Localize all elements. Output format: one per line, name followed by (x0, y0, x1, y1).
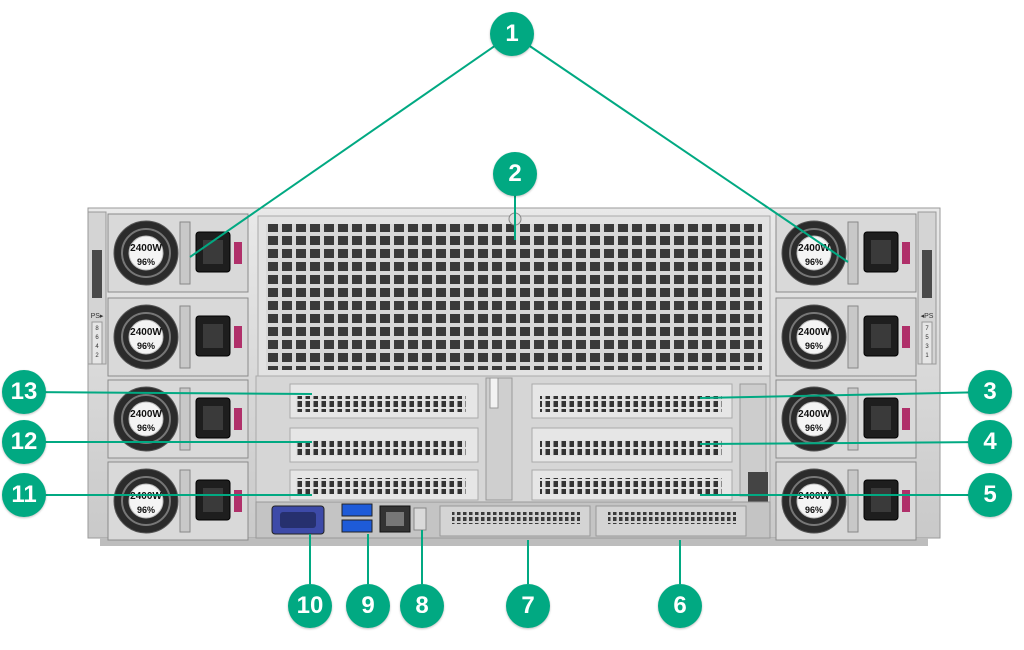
callout-4: 4 (968, 420, 1012, 464)
power-supply: 2400W 96% (107, 379, 249, 459)
psu-wattage-label: 2400W (130, 491, 162, 502)
ps-bay-label-right: ◂PS (921, 313, 934, 320)
ps-bay-number: 2 (95, 353, 99, 359)
callout-6: 6 (658, 584, 702, 628)
pcie-riser-area (255, 375, 771, 508)
ps-bay-number: 7 (925, 326, 929, 332)
fan-grille (257, 212, 771, 377)
callout-12: 12 (2, 420, 46, 464)
io-panel (255, 501, 771, 539)
psu-wattage-label: 2400W (798, 409, 830, 420)
callout-2: 2 (493, 152, 537, 196)
leader-line-1a (189, 33, 513, 258)
ps-bay-number: 3 (925, 344, 929, 350)
callout-1: 1 (490, 12, 534, 56)
psu-wattage-label: 2400W (130, 243, 162, 254)
psu-wattage-label: 2400W (130, 327, 162, 338)
psu-efficiency-label: 96% (805, 505, 823, 515)
leader-line-13 (23, 391, 313, 395)
power-supply: 2400W 96% (107, 297, 249, 377)
psu-efficiency-label: 96% (805, 423, 823, 433)
psu-wattage-label: 2400W (798, 243, 830, 254)
ps-bay-number: 6 (95, 335, 99, 341)
leader-line-3 (699, 391, 991, 399)
psu-efficiency-label: 96% (137, 257, 155, 267)
psu-wattage-label: 2400W (798, 491, 830, 502)
psu-efficiency-label: 96% (137, 505, 155, 515)
leader-line-1b (511, 33, 849, 263)
psu-efficiency-label: 96% (805, 341, 823, 351)
psu-wattage-label: 2400W (130, 409, 162, 420)
power-supply: 2400W 96% (107, 461, 249, 541)
ps-bay-number: 1 (925, 353, 929, 359)
ps-bay-number: 5 (925, 335, 929, 341)
power-supply-bays: 2400W 96% 2400W 96% 2400W 96% 2400W 96% 2400W 96%… (91, 213, 934, 541)
power-supply: 2400W 96% (775, 379, 917, 459)
power-supply: 2400W 96% (775, 461, 917, 541)
ps-bay-number: 4 (95, 344, 99, 350)
psu-efficiency-label: 96% (805, 257, 823, 267)
psu-efficiency-label: 96% (137, 423, 155, 433)
callout-10: 10 (288, 584, 332, 628)
psu-wattage-label: 2400W (798, 327, 830, 338)
power-supply: 2400W 96% (775, 297, 917, 377)
callout-7: 7 (506, 584, 550, 628)
ps-bay-number: 8 (95, 326, 99, 332)
leader-line-4 (699, 441, 991, 445)
callout-9: 9 (346, 584, 390, 628)
callout-13: 13 (2, 370, 46, 414)
callout-11: 11 (2, 473, 46, 517)
callout-5: 5 (968, 473, 1012, 517)
power-supply: 2400W 96% (775, 213, 917, 293)
ps-bay-label-left: PS▸ (91, 313, 104, 320)
power-supply: 2400W 96% (107, 213, 249, 293)
callout-3: 3 (968, 370, 1012, 414)
callout-leader-lines (23, 33, 991, 584)
psu-efficiency-label: 96% (137, 341, 155, 351)
callout-8: 8 (400, 584, 444, 628)
